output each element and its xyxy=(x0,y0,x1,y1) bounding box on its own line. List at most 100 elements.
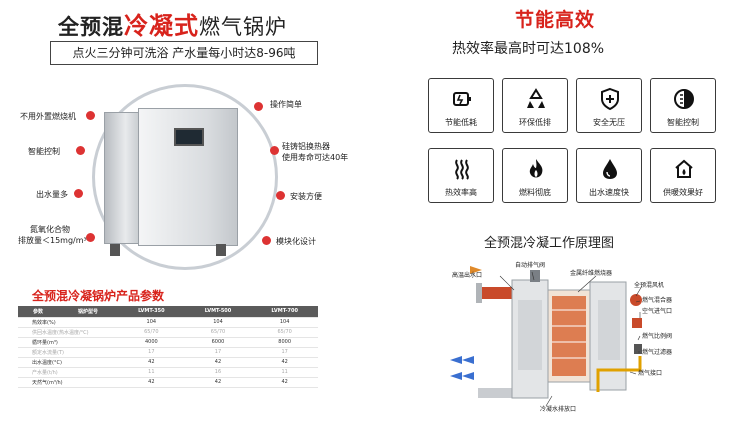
feature-heat-exchanger-line2: 使用寿命可达40年 xyxy=(282,153,349,162)
feature-label: 智能控制 xyxy=(667,118,699,127)
feature-card-water-speed: 出水速度快 xyxy=(576,148,642,203)
params-table: 参数 锅炉型号 LVMT-350 LVMT-500 LVMT-700 热效率(%… xyxy=(18,306,318,388)
table-cell: 65/70 xyxy=(251,327,318,338)
diagram-title: 全预混冷凝工作原理图 xyxy=(484,236,615,251)
subtitle-box: 点火三分钟可洗浴 产水量每小时达8-96吨 xyxy=(50,41,318,65)
table-cell: 11 xyxy=(251,367,318,378)
feature-label: 安全无压 xyxy=(593,118,625,127)
row-label: 出水温度(°C) xyxy=(18,357,118,368)
table-cell: 104 xyxy=(184,317,252,328)
feature-water-volume: 出水量多 xyxy=(36,190,68,199)
row-label: 供回水温度(热水温度/°C) xyxy=(18,327,118,338)
table-cell: 65/70 xyxy=(118,327,185,338)
table-row: 天然气(m³/h) 42 42 42 xyxy=(18,377,318,388)
table-cell: 8000 xyxy=(251,337,318,348)
feature-dot xyxy=(86,233,95,242)
feature-label: 出水速度快 xyxy=(589,188,629,197)
title-suffix: 燃气锅炉 xyxy=(199,15,287,39)
table-cell: 17 xyxy=(251,347,318,358)
label-gas-inlet: 燃气接口 xyxy=(638,370,663,377)
table-row: 出水温度(°C) 42 42 42 xyxy=(18,357,318,368)
table-cell: 42 xyxy=(251,357,318,368)
row-label: 循环量(m³) xyxy=(18,337,118,348)
table-cell: 17 xyxy=(184,347,252,358)
label-gas-mixer: 燃气混合器 xyxy=(642,297,673,304)
row-label: 额定水流量(T) xyxy=(18,347,118,358)
feature-card-fuel: 燃料彻底 xyxy=(502,148,568,203)
table-cell: 42 xyxy=(184,357,252,368)
feature-card-heat-efficiency: 热效率高 xyxy=(428,148,494,203)
flame-icon xyxy=(529,159,543,178)
recycle-icon xyxy=(527,88,545,108)
feature-label: 供暖效果好 xyxy=(663,188,703,197)
feature-dot xyxy=(86,111,95,120)
table-row: 循环量(m³) 4000 6000 8000 xyxy=(18,337,318,348)
feature-easy-install: 安装方便 xyxy=(290,192,322,201)
feature-card-energy-saving: 节能低耗 xyxy=(428,78,494,133)
table-cell: 65/70 xyxy=(184,327,252,338)
feature-label: 热效率高 xyxy=(445,188,477,197)
title-prefix: 全预混 xyxy=(58,15,124,39)
feature-modular: 模块化设计 xyxy=(276,237,316,246)
table-cell: 42 xyxy=(118,377,185,388)
feature-no-burner: 不用外置燃烧机 xyxy=(20,112,76,121)
water-drop-icon xyxy=(603,159,617,179)
row-label: 热效率(%) xyxy=(18,317,118,328)
boiler-product-image xyxy=(104,108,238,260)
product-ring xyxy=(92,84,278,270)
label-premix-fan: 全预混风机 xyxy=(634,282,665,289)
feature-dot xyxy=(76,146,85,155)
feature-nox-line2: 排放量＜15mg/m³ xyxy=(18,236,87,245)
table-row: 热效率(%) 104 104 104 xyxy=(18,317,318,328)
house-icon xyxy=(675,159,693,178)
table-row: 供回水温度(热水温度/°C) 65/70 65/70 65/70 xyxy=(18,327,318,338)
table-row: 产水量(t/h) 11 16 11 xyxy=(18,367,318,378)
params-title: 全预混冷凝锅炉产品参数 xyxy=(32,289,165,303)
label-metal-burner: 金属纤维燃烧器 xyxy=(570,270,613,277)
control-screen xyxy=(174,128,204,146)
feature-heat-exchanger-line1: 硅铸铝换热器 xyxy=(282,142,330,151)
page-title: 全预混冷凝式燃气锅炉 xyxy=(58,6,287,41)
table-cell: 104 xyxy=(118,317,185,328)
efficiency-subtitle: 热效率最高时可达108% xyxy=(452,41,605,57)
title-highlight: 冷凝式 xyxy=(124,12,199,40)
header-cell: 锅炉型号 xyxy=(58,306,118,318)
shield-icon xyxy=(601,87,619,111)
feature-card-smart: 智能控制 xyxy=(650,78,716,133)
table-row: 额定水流量(T) 17 17 17 xyxy=(18,347,318,358)
label-cold-inlet: 冷凝水排放口 xyxy=(540,406,577,413)
label-auto-vent: 自动排气阀 xyxy=(515,262,546,269)
table-cell: 17 xyxy=(118,347,185,358)
feature-nox-line1: 氮氧化合物 xyxy=(30,225,70,234)
label-gas-ratio-valve: 燃气比例阀 xyxy=(642,333,673,340)
header-cell: 参数 xyxy=(18,306,58,318)
feature-smart-control: 智能控制 xyxy=(28,147,60,156)
feature-label: 环保低排 xyxy=(519,118,551,127)
efficiency-title: 节能高效 xyxy=(515,9,596,31)
row-label: 产水量(t/h) xyxy=(18,367,118,378)
table-cell: 6000 xyxy=(184,337,252,348)
feature-simple-operation: 操作简单 xyxy=(270,100,302,109)
table-cell: 16 xyxy=(184,367,252,378)
energy-saving-icon xyxy=(453,92,471,106)
header-cell: LVMT-350 xyxy=(118,306,185,318)
table-cell: 42 xyxy=(251,377,318,388)
header-cell: LVMT-500 xyxy=(184,306,252,318)
table-cell: 11 xyxy=(118,367,185,378)
table-header-row: 参数 锅炉型号 LVMT-350 LVMT-500 LVMT-700 xyxy=(18,306,318,318)
feature-dot xyxy=(262,236,271,245)
label-gas-filter: 燃气过滤器 xyxy=(642,349,673,356)
feature-card-eco: 环保低排 xyxy=(502,78,568,133)
row-label: 天然气(m³/h) xyxy=(18,377,118,388)
label-hot-outlet: 高温出水口 xyxy=(452,272,483,279)
feature-dot xyxy=(276,191,285,200)
feature-dot xyxy=(270,146,279,155)
label-air-inlet: 空气进气口 xyxy=(642,308,673,315)
feature-label: 燃料彻底 xyxy=(519,188,551,197)
feature-dot xyxy=(74,189,83,198)
feature-card-heating: 供暖效果好 xyxy=(650,148,716,203)
feature-dot xyxy=(254,102,263,111)
smart-control-icon xyxy=(674,89,694,109)
table-cell: 104 xyxy=(251,317,318,328)
feature-card-safety: 安全无压 xyxy=(576,78,642,133)
